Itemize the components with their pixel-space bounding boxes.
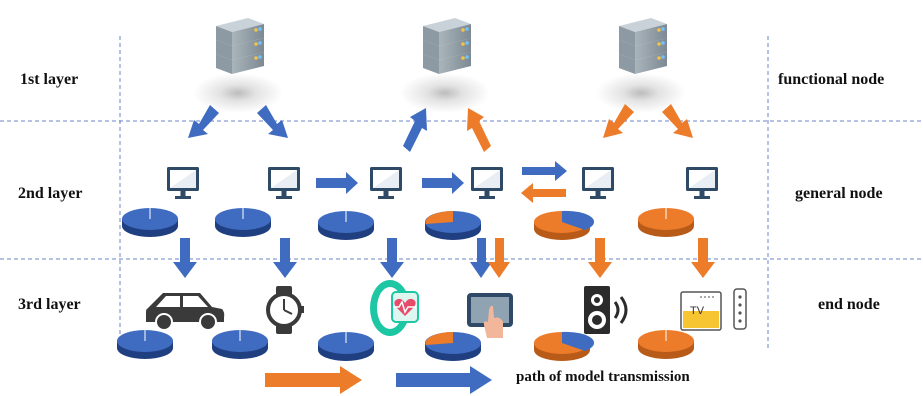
general-node-3	[370, 167, 402, 199]
layer-1-label: 1st layer	[20, 71, 79, 88]
arrow-down-3	[380, 238, 404, 278]
arrow-down-1	[173, 238, 197, 278]
legend-arrow-orange	[265, 366, 362, 394]
general-node-6	[686, 167, 718, 199]
pie-layer3-3	[318, 332, 374, 361]
pie-layer3-5	[534, 331, 595, 361]
server-icon	[423, 18, 471, 74]
pie-layer2-5	[534, 210, 595, 240]
monitor-icon	[582, 167, 614, 199]
monitor-icon	[471, 167, 503, 199]
arrow-monitor3-to-monitor4	[422, 172, 464, 194]
arrow-down-6	[691, 238, 715, 278]
general-node-1	[167, 167, 199, 199]
legend-label: path of model transmission	[516, 369, 690, 385]
pie-layer2-1	[122, 208, 178, 237]
arrow-server1-to-monitor1	[188, 105, 219, 138]
monitor-icon	[167, 167, 199, 199]
legend-arrow-blue	[396, 366, 492, 394]
pie-layer2-4	[425, 211, 481, 240]
monitor-icon	[686, 167, 718, 199]
pie-layer3-2	[212, 330, 268, 359]
pie-layer2-6	[638, 208, 694, 237]
tv-icon: TV	[680, 291, 722, 331]
tv-label: TV	[690, 305, 705, 317]
arrow-monitor4-to-server2	[467, 108, 491, 152]
arrow-monitor5-to-monitor4	[521, 183, 566, 203]
remote-icon	[733, 288, 747, 330]
arrow-server3-to-monitor5	[603, 104, 634, 138]
layer-2-label: 2nd layer	[18, 185, 83, 202]
pie-layer3-6	[638, 330, 694, 359]
fitness-band-icon	[370, 280, 419, 336]
general-node-4	[471, 167, 503, 199]
arrow-monitor4-to-monitor5	[522, 161, 567, 181]
end-node-label: end node	[818, 296, 880, 313]
monitor-icon	[268, 167, 300, 199]
arrow-monitor3-to-server2	[403, 108, 427, 152]
general-node-5	[582, 167, 614, 199]
server-node-3	[596, 18, 686, 113]
pie-layer3-1	[117, 330, 173, 359]
general-node-2	[268, 167, 300, 199]
arrow-monitor2-to-monitor3	[316, 172, 358, 194]
server-node-2	[400, 18, 490, 113]
tablet-icon	[467, 293, 513, 338]
arrow-down-2	[273, 238, 297, 278]
pie-layer3-4	[425, 332, 481, 361]
arrow-down-4b	[488, 238, 510, 278]
arrow-server1-to-monitor2	[257, 105, 288, 138]
arrow-down-5	[588, 238, 612, 278]
server-node-1	[193, 18, 283, 113]
car-icon	[146, 293, 225, 331]
arrow-down-4a	[470, 238, 492, 278]
server-icon	[619, 18, 667, 74]
pie-layer2-3	[318, 211, 374, 240]
watch-icon	[266, 286, 304, 334]
speaker-icon	[584, 286, 628, 334]
functional-node-label: functional node	[778, 71, 885, 88]
monitor-icon	[370, 167, 402, 199]
server-icon	[216, 18, 264, 74]
arrow-server3-to-monitor6	[662, 104, 693, 138]
layer-3-label: 3rd layer	[18, 296, 81, 313]
general-node-label: general node	[795, 185, 883, 202]
pie-layer2-2	[215, 208, 271, 237]
